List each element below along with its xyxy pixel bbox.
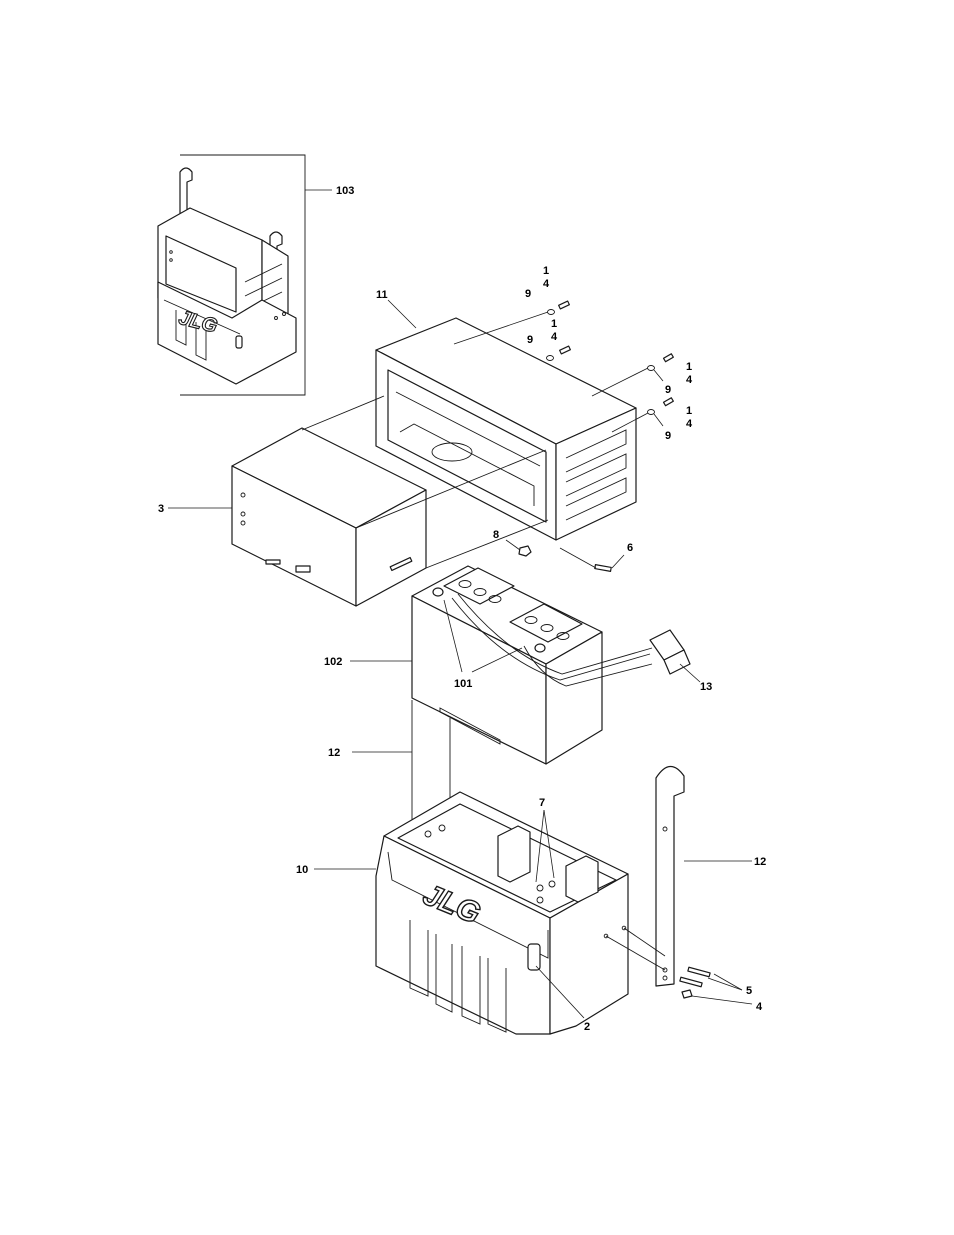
callout-13: 13 <box>700 681 712 693</box>
callout-9: 9 <box>525 288 531 300</box>
callout-9: 9 <box>665 430 671 442</box>
callout-4: 4 <box>686 418 693 430</box>
hold-down-bracket: 12 <box>606 766 766 986</box>
lid-fastener-group-3: 1 4 9 <box>592 354 693 396</box>
callout-102: 102 <box>324 656 342 668</box>
callout-1: 1 <box>551 318 557 330</box>
callout-4: 4 <box>543 278 550 290</box>
callout-1: 1 <box>543 265 549 277</box>
callout-12: 12 <box>328 747 340 759</box>
callout-10: 10 <box>296 864 308 876</box>
callout-7: 7 <box>539 797 545 809</box>
callout-4: 4 <box>756 1001 763 1013</box>
bracket-fasteners: 5 4 <box>680 967 763 1013</box>
callout-1: 1 <box>686 405 692 417</box>
callout-12: 12 <box>754 856 766 868</box>
callout-9: 9 <box>665 384 671 396</box>
callout-5: 5 <box>746 985 752 997</box>
callout-4: 4 <box>686 374 693 386</box>
callout-8: 8 <box>493 529 499 541</box>
callout-1: 1 <box>686 361 692 373</box>
lid-fastener-group-2: 1 4 9 <box>527 318 570 361</box>
battery-tray: JLG 7 10 2 <box>296 792 628 1034</box>
assembled-battery-box-inset: JLG 103 <box>158 155 354 395</box>
battery: 13 102 101 <box>324 566 712 764</box>
callout-2: 2 <box>584 1021 590 1033</box>
callout-3: 3 <box>158 503 164 515</box>
callout-101: 101 <box>454 678 472 690</box>
callout-9: 9 <box>527 334 533 346</box>
callout-4: 4 <box>551 331 558 343</box>
callout-103: 103 <box>336 185 354 197</box>
callout-6: 6 <box>627 542 633 554</box>
callout-11: 11 <box>376 289 388 301</box>
